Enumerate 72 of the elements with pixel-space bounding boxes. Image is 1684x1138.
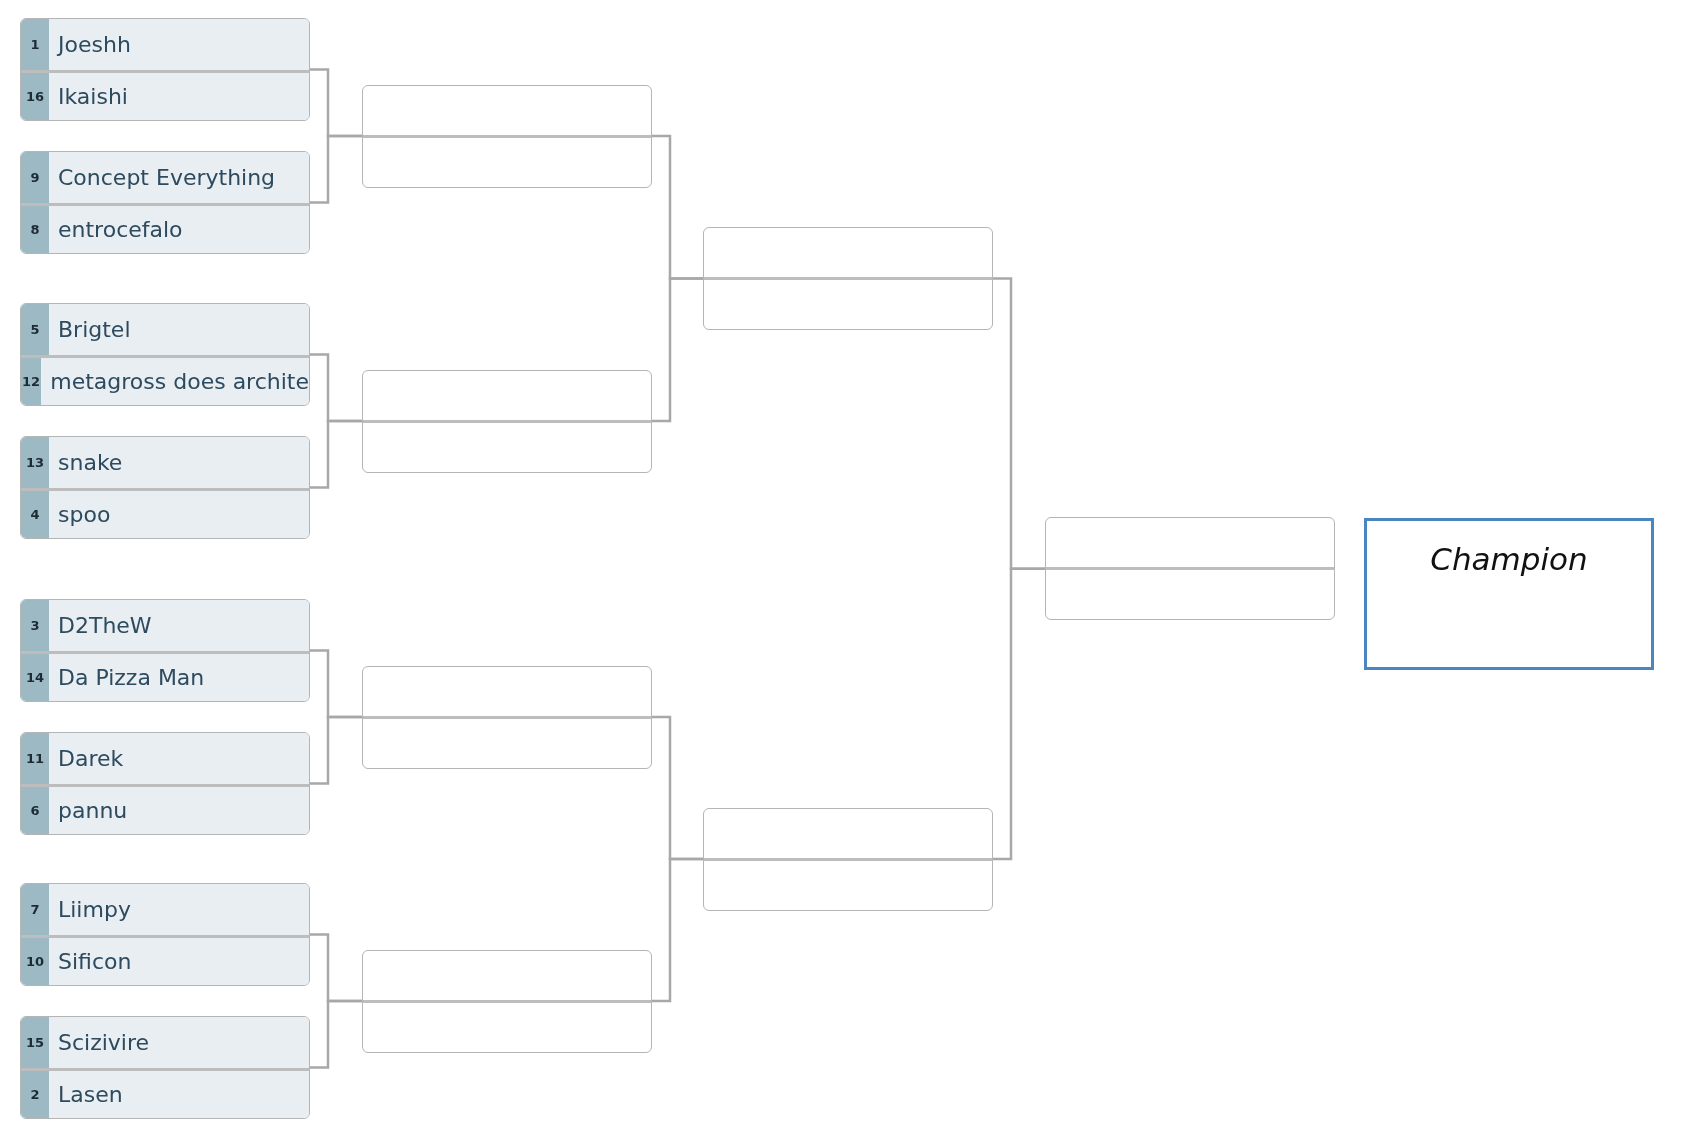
seed-number: 3	[21, 600, 49, 651]
seed-number: 6	[21, 786, 49, 834]
player-name: Lasen	[58, 1081, 123, 1107]
player-row	[21, 304, 309, 355]
seed-number: 10	[21, 937, 49, 985]
player-row	[21, 437, 309, 488]
champion-box	[1364, 518, 1654, 670]
player-row	[21, 354, 309, 405]
player-name: Scizivire	[58, 1029, 150, 1055]
empty-match-box	[362, 84, 652, 188]
player-name: Concept Everything	[58, 164, 276, 190]
bracket-line	[310, 419, 362, 489]
seed-number: 2	[21, 1070, 49, 1118]
match-card	[20, 883, 310, 986]
player-name: Brigtel	[58, 316, 131, 342]
player-row	[21, 487, 309, 538]
seed-number: 1	[21, 19, 49, 70]
champion-label: Champion	[1429, 541, 1589, 577]
player-name: Da Pizza Man	[58, 664, 205, 690]
empty-match-box	[362, 665, 652, 769]
seed-number: 4	[21, 490, 49, 538]
match-card	[20, 436, 310, 539]
player-row	[21, 783, 309, 834]
seed-number: 5	[21, 304, 49, 355]
seed-number: 13	[21, 437, 49, 488]
match-card	[20, 151, 310, 254]
player-row	[21, 1017, 309, 1068]
bracket-line	[310, 715, 362, 785]
match-card	[20, 18, 310, 121]
seed-number: 14	[21, 653, 49, 701]
player-name: D2TheW	[58, 612, 152, 638]
seed-number: 9	[21, 152, 49, 203]
match-card	[20, 599, 310, 702]
bracket-line	[652, 277, 703, 423]
player-row	[21, 1067, 309, 1118]
bracket-line	[652, 857, 703, 1003]
player-row	[21, 650, 309, 701]
player-name: Darek	[58, 745, 124, 771]
player-name: entrocefalo	[58, 216, 183, 242]
player-name: Liimpy	[58, 896, 131, 922]
player-row	[21, 69, 309, 120]
player-row	[21, 19, 309, 70]
seed-number: 15	[21, 1017, 49, 1068]
bracket-line	[993, 567, 1045, 861]
player-name: spoo	[58, 501, 111, 527]
match-card	[20, 732, 310, 835]
match-card	[20, 1016, 310, 1119]
player-row	[21, 600, 309, 651]
player-name: snake	[58, 449, 123, 475]
player-row	[21, 202, 309, 253]
player-row	[21, 152, 309, 203]
seed-number: 11	[21, 733, 49, 784]
seed-number: 8	[21, 205, 49, 253]
empty-match-box	[703, 227, 993, 330]
empty-match-box	[362, 949, 652, 1053]
player-name: metagross does archite	[50, 368, 309, 394]
player-name: pannu	[58, 797, 128, 823]
match-card	[20, 303, 310, 406]
player-row	[21, 934, 309, 985]
empty-match-box	[1045, 517, 1335, 621]
player-name: Ikaishi	[58, 83, 128, 109]
bracket-line	[310, 999, 362, 1069]
seed-number: 7	[21, 884, 49, 935]
seed-number: 12	[21, 357, 42, 405]
empty-match-box	[703, 807, 993, 911]
empty-match-box	[362, 369, 652, 473]
bracket-line	[310, 134, 362, 204]
seed-number: 16	[21, 72, 49, 120]
player-name: Joeshh	[58, 31, 131, 57]
player-row	[21, 884, 309, 935]
player-row	[21, 733, 309, 784]
player-name: Sificon	[58, 948, 132, 974]
